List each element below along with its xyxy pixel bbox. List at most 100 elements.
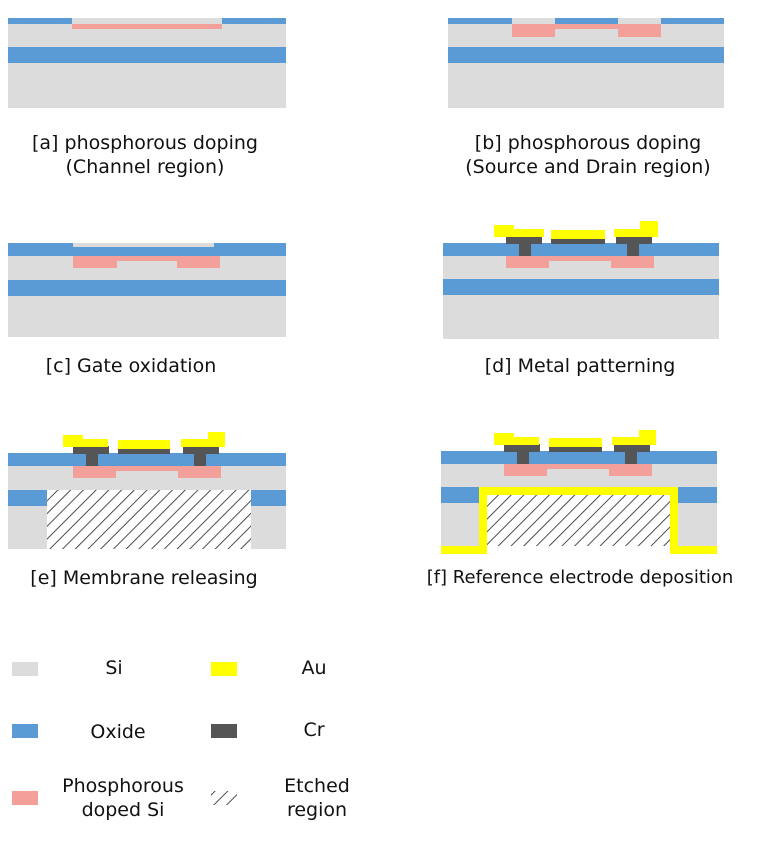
caption-sublabel: (Source and Drain region) <box>465 156 711 178</box>
doped-source <box>504 464 547 476</box>
doped-drain <box>618 24 661 37</box>
au-source-pad <box>63 439 108 447</box>
legend-swatch-oxide <box>12 724 38 738</box>
au-source-pad <box>494 229 544 237</box>
doped-channel <box>506 256 654 261</box>
au-gate <box>549 438 602 447</box>
cr-gate <box>549 446 602 452</box>
oxide-thick-right <box>214 243 286 256</box>
step-d-cross-section <box>443 221 719 339</box>
legend-swatch-doped <box>12 791 38 805</box>
buried-oxide <box>8 280 286 296</box>
cr-source-via <box>519 243 531 256</box>
doped-drain <box>177 256 220 268</box>
doped-source <box>73 256 117 268</box>
caption-sublabel: (Channel region) <box>65 156 225 178</box>
legend-label-doped-line2: doped Si <box>81 799 165 821</box>
gate-oxide-thin <box>8 247 286 256</box>
legend-label-si: Si <box>105 657 123 679</box>
au-gate <box>118 440 170 449</box>
reference-electrode-au <box>441 487 717 554</box>
gate-oxide <box>8 453 286 466</box>
au-source-tab <box>494 225 514 231</box>
buried-oxide <box>443 279 719 295</box>
doped-channel <box>73 466 221 471</box>
caption-step-b: [b] phosphorous doping (Source and Drain… <box>432 131 744 179</box>
doped-channel <box>72 24 222 29</box>
caption-label: [b] phosphorous doping <box>474 132 702 154</box>
step-c-cross-section <box>8 243 286 337</box>
cr-drain-contact <box>183 446 219 454</box>
caption-label: [a] phosphorous doping <box>32 132 258 154</box>
buried-oxide <box>8 47 286 63</box>
buried-oxide <box>448 47 724 63</box>
doped-drain <box>178 466 221 478</box>
legend-label-cr: Cr <box>303 719 325 741</box>
gate-oxide <box>443 243 719 256</box>
legend-label-doped: Phosphorous doped Si <box>48 774 198 822</box>
au-source-tab <box>63 435 83 441</box>
au-drain-pad <box>612 437 656 445</box>
cr-drain-via <box>194 453 206 466</box>
caption-step-c: [c] Gate oxidation <box>0 354 262 378</box>
oxide-thick-left <box>8 243 73 256</box>
doped-channel <box>512 24 661 29</box>
step-b-cross-section <box>448 18 724 108</box>
legend-label-etched: Etched region <box>262 774 372 822</box>
legend-label-au: Au <box>301 657 327 679</box>
cr-drain-via <box>627 243 639 256</box>
au-drain-tab <box>208 432 225 441</box>
au-source-tab <box>494 433 514 439</box>
doped-drain <box>611 256 654 268</box>
step-f-cross-section <box>441 430 717 554</box>
doped-channel <box>73 256 220 261</box>
cr-source-via <box>517 451 529 464</box>
etched-region <box>47 490 251 549</box>
doped-channel <box>504 464 652 469</box>
cr-source-contact <box>504 444 540 452</box>
oxide-top-left <box>8 18 72 24</box>
au-drain-tab <box>640 221 658 231</box>
au-drain-tab <box>639 430 656 439</box>
oxide-top-right <box>222 18 286 24</box>
caption-step-e: [e] Membrane releasing <box>0 566 288 590</box>
legend-label-etched-line1: Etched <box>284 775 350 797</box>
cr-source-contact <box>506 236 542 244</box>
doped-source <box>73 466 116 478</box>
cr-drain-contact <box>616 236 652 244</box>
legend-swatch-si <box>12 662 38 676</box>
legend-swatch-cr <box>211 724 237 738</box>
oxide-top-right <box>661 18 724 24</box>
cr-source-contact <box>73 446 109 454</box>
gate-oxide <box>441 451 717 464</box>
caption-step-f: [f] Reference electrode deposition <box>396 566 764 590</box>
cr-gate <box>551 238 605 244</box>
step-e-cross-section <box>8 432 286 549</box>
etched-region <box>485 494 672 546</box>
caption-label: [c] Gate oxidation <box>45 355 217 377</box>
legend-label-oxide: Oxide <box>90 721 146 743</box>
doped-source <box>506 256 549 268</box>
caption-label: [f] Reference electrode deposition <box>426 567 734 588</box>
cr-drain-contact <box>614 444 650 452</box>
doped-source <box>512 24 555 37</box>
cr-drain-via <box>625 451 637 464</box>
doped-drain <box>609 464 652 476</box>
cr-source-via <box>86 453 98 466</box>
caption-label: [d] Metal patterning <box>484 355 676 377</box>
au-drain-pad <box>181 439 225 447</box>
step-a-cross-section <box>8 18 286 108</box>
caption-label: [e] Membrane releasing <box>30 567 258 589</box>
au-drain-pad <box>614 229 658 237</box>
au-source-pad <box>494 437 539 445</box>
au-gate <box>551 230 605 239</box>
cr-gate <box>118 448 170 454</box>
oxide-top-middle <box>555 18 618 24</box>
legend-label-doped-line1: Phosphorous <box>62 775 184 797</box>
caption-step-a: [a] phosphorous doping (Channel region) <box>0 131 290 179</box>
caption-step-d: [d] Metal patterning <box>460 354 700 378</box>
legend-swatch-au <box>211 662 237 676</box>
legend-label-etched-line2: region <box>286 799 348 821</box>
oxide-top-left <box>448 18 512 24</box>
